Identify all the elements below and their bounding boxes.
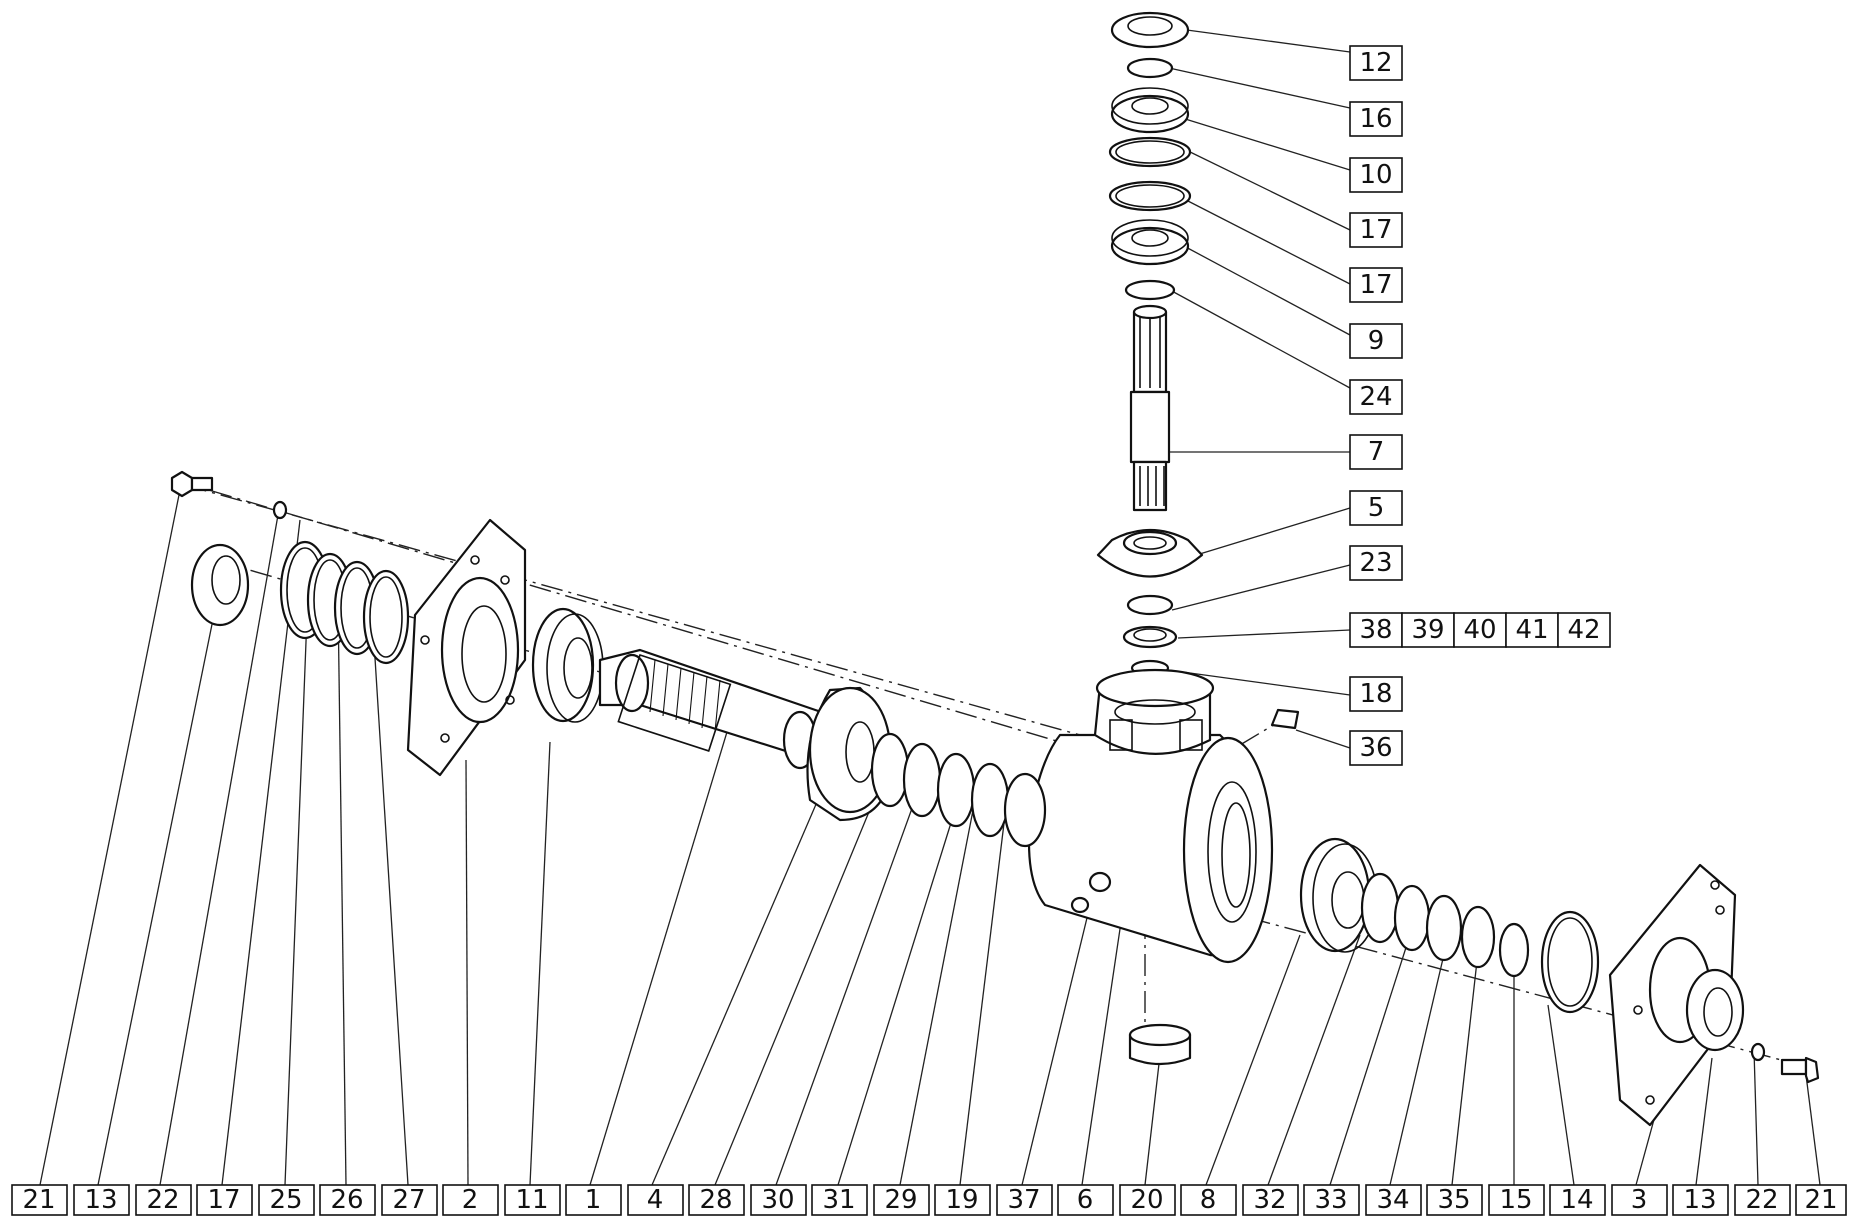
callout-label: 38 xyxy=(1359,615,1392,645)
callout-label: 16 xyxy=(1359,104,1392,134)
callout-label: 26 xyxy=(330,1185,363,1215)
callout-label: 17 xyxy=(1359,270,1392,300)
callout-label: 19 xyxy=(945,1185,978,1215)
callout-label: 25 xyxy=(269,1185,302,1215)
callout-label: 9 xyxy=(1368,326,1385,356)
callout-label: 11 xyxy=(515,1185,548,1215)
callout-label: 34 xyxy=(1376,1185,1409,1215)
callout-label: 13 xyxy=(84,1185,117,1215)
callout-label: 41 xyxy=(1515,615,1548,645)
callout-right-column: 12 16 10 17 17 9 24 7 5 23 xyxy=(1349,45,1403,581)
callout-label: 12 xyxy=(1359,48,1392,78)
callout-label: 7 xyxy=(1368,437,1385,467)
right-parts xyxy=(1299,837,1820,1127)
callout-label: 24 xyxy=(1359,382,1392,412)
callout-label: 17 xyxy=(1359,215,1392,245)
housing xyxy=(1027,668,1300,1066)
callout-label: 5 xyxy=(1368,493,1385,523)
callout-label: 23 xyxy=(1359,548,1392,578)
callout-label: 37 xyxy=(1007,1185,1040,1215)
leader-lines xyxy=(39,27,1821,1186)
callout-label: 30 xyxy=(761,1185,794,1215)
callout-label: 4 xyxy=(647,1185,664,1215)
callout-label: 10 xyxy=(1359,160,1392,190)
callout-label: 18 xyxy=(1359,679,1392,709)
callout-right-lower: 18 36 xyxy=(1349,676,1403,766)
callout-label: 36 xyxy=(1359,733,1392,763)
callout-label: 17 xyxy=(207,1185,240,1215)
callout-label: 8 xyxy=(1200,1185,1217,1215)
callout-label: 31 xyxy=(822,1185,855,1215)
callout-label: 40 xyxy=(1463,615,1496,645)
callout-label: 3 xyxy=(1631,1185,1648,1215)
callout-label: 6 xyxy=(1077,1185,1094,1215)
callout-label: 22 xyxy=(1745,1185,1778,1215)
callout-label: 13 xyxy=(1683,1185,1716,1215)
callout-bottom-row: 21 13 22 17 25 26 27 2 11 1 4 28 30 31 2… xyxy=(11,1184,1847,1216)
callout-label: 39 xyxy=(1411,615,1444,645)
callout-label: 27 xyxy=(392,1185,425,1215)
callout-label: 32 xyxy=(1253,1185,1286,1215)
top-stack xyxy=(1096,11,1204,677)
callout-label: 15 xyxy=(1499,1185,1532,1215)
callout-label: 42 xyxy=(1567,615,1600,645)
callout-label: 20 xyxy=(1130,1185,1163,1215)
callout-multi-row: 38 39 40 41 42 xyxy=(1349,612,1611,648)
callout-label: 21 xyxy=(1804,1185,1837,1215)
callout-label: 28 xyxy=(699,1185,732,1215)
callout-label: 33 xyxy=(1314,1185,1347,1215)
callout-label: 14 xyxy=(1560,1185,1593,1215)
callout-label: 22 xyxy=(146,1185,179,1215)
callout-label: 29 xyxy=(884,1185,917,1215)
callout-label: 21 xyxy=(22,1185,55,1215)
callout-label: 1 xyxy=(585,1185,602,1215)
callout-label: 35 xyxy=(1437,1185,1470,1215)
callout-label: 2 xyxy=(462,1185,479,1215)
left-parts xyxy=(170,470,1047,848)
